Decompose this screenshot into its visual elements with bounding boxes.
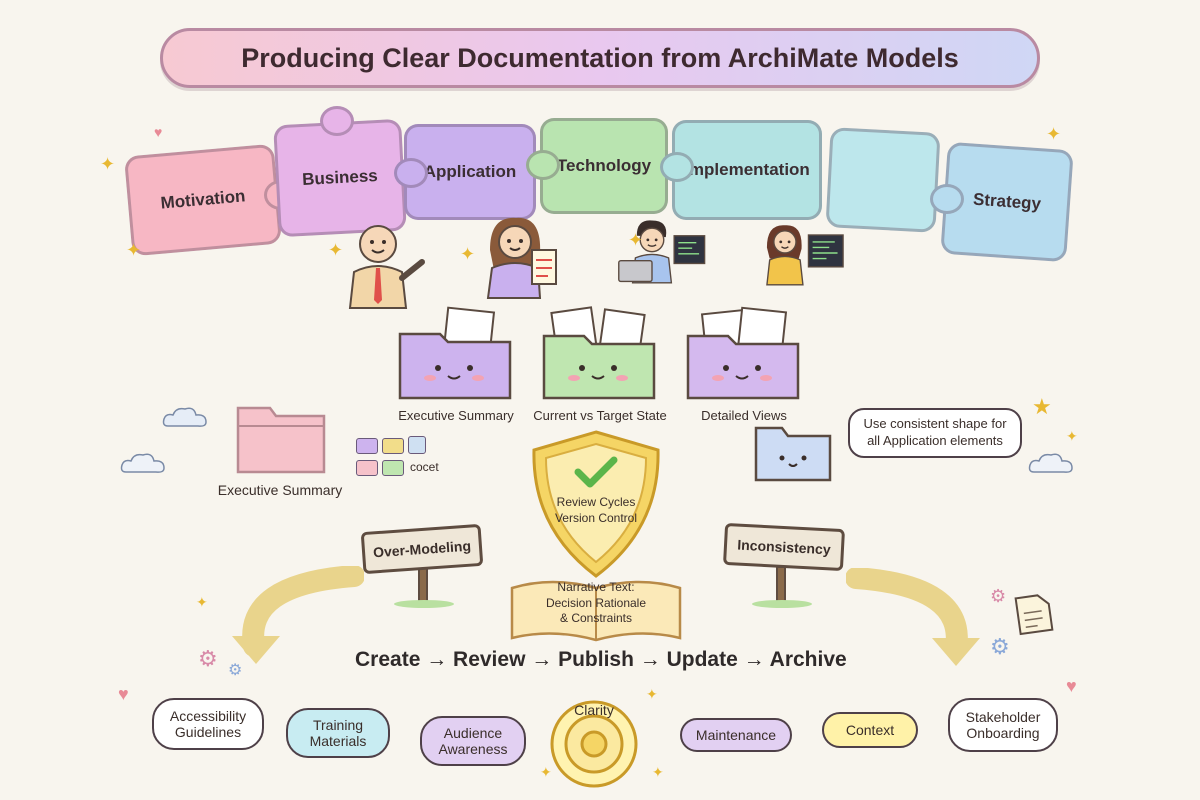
left-folder-icon [236, 406, 326, 474]
folder-label: Detailed Views [701, 408, 787, 423]
sparkle-icon: ✦ [196, 594, 208, 610]
book-icon [510, 580, 682, 642]
sparkle-icon: ✦ [1046, 124, 1062, 144]
gear-icon: ⚙ [990, 586, 1007, 606]
mini-tile [356, 438, 378, 454]
principle-context: Context [822, 712, 918, 748]
puzzle-tab [660, 152, 694, 182]
puzzle-tab [930, 184, 964, 214]
cycle-arrow-left-icon [232, 566, 364, 664]
page-title: Producing Clear Documentation from Archi… [160, 28, 1040, 88]
principle-accessibility: Accessibility Guidelines [152, 698, 264, 750]
cloud-icon [120, 453, 165, 473]
cloud-icon [1028, 453, 1073, 473]
principle-training: Training Materials [286, 708, 390, 758]
shield-icon [532, 430, 660, 578]
sparkle-icon: ✦ [100, 154, 116, 174]
puzzle-tab [394, 158, 428, 188]
star-icon: ★ [1032, 394, 1052, 419]
shield-text: Review Cycles Version Control [548, 494, 644, 526]
person-engineer-icon [766, 225, 844, 286]
sparkle-icon: ✦ [652, 764, 664, 780]
layer-label: Strategy [972, 189, 1042, 214]
gear-icon: ⚙ [990, 634, 1010, 659]
sparkle-icon: ✦ [328, 240, 344, 260]
layer-label: Business [301, 166, 379, 189]
clarity-label: Clarity [574, 702, 614, 718]
document-icon [1014, 594, 1054, 636]
principle-maintenance: Maintenance [680, 718, 792, 752]
mini-tile [356, 460, 378, 476]
person-manager-icon [348, 225, 425, 309]
grass-patch [752, 600, 812, 608]
cycle-arrow-right-icon [846, 568, 980, 666]
sign-inconsistency: Inconsistency [722, 522, 846, 572]
grass-patch [394, 600, 454, 608]
folder-executive-summary-icon [398, 306, 512, 400]
layer-implementation: Implementation [672, 120, 822, 220]
sparkle-icon: ✦ [126, 240, 142, 260]
heart-icon: ♥ [118, 684, 129, 704]
book-text: Narrative Text: Decision Rationale & Con… [516, 580, 676, 627]
shield-line: Version Control [554, 511, 638, 526]
puzzle-tab [320, 106, 354, 136]
mini-tile [382, 438, 404, 454]
book-line: Decision Rationale [545, 595, 647, 610]
gear-icon: ⚙ [228, 662, 243, 679]
sparkle-icon: ✦ [628, 230, 644, 250]
principle-stakeholder: Stakeholder Onboarding [948, 698, 1058, 752]
heart-icon: ♥ [154, 124, 163, 140]
book-line: Narrative Text: [557, 580, 635, 594]
folder-label: Current vs Target State [533, 408, 667, 423]
sparkle-icon: ✦ [1066, 428, 1078, 444]
clarity-target-icon [550, 700, 638, 788]
book-line: & Constraints [559, 611, 633, 626]
folder-detailed-views-icon [686, 306, 800, 400]
layer-motivation: Motivation [123, 143, 283, 257]
mini-tile-label: cocet [410, 460, 439, 474]
sparkle-icon: ✦ [460, 244, 476, 264]
layer-label: Application [423, 162, 517, 181]
folder-label: Executive Summary [398, 408, 514, 423]
layer-label: Implementation [684, 160, 810, 179]
mini-tile [408, 436, 426, 454]
consistency-callout: Use consistent shape for all Application… [848, 408, 1022, 458]
right-folder-icon [754, 426, 832, 482]
mini-tile [382, 460, 404, 476]
gear-icon: ⚙ [198, 646, 218, 671]
principle-audience: Audience Awareness [420, 716, 526, 766]
cloud-icon [162, 407, 207, 427]
lifecycle-text: Create → Review → Publish → Update → Arc… [355, 648, 847, 671]
sign-over-modeling: Over-Modeling [360, 523, 484, 575]
layer-label: Motivation [159, 186, 247, 213]
left-folder-label: Executive Summary [217, 482, 343, 498]
puzzle-tab [526, 150, 560, 180]
person-analyst-icon [486, 217, 557, 299]
folder-current-target-icon [542, 306, 656, 400]
sparkle-icon: ✦ [540, 764, 552, 780]
sparkle-icon: ✦ [646, 686, 658, 702]
person-developer-icon [618, 220, 706, 284]
layer-label: Technology [556, 156, 652, 175]
heart-icon: ♥ [1066, 676, 1077, 696]
shield-line: Review Cycles [556, 495, 636, 509]
